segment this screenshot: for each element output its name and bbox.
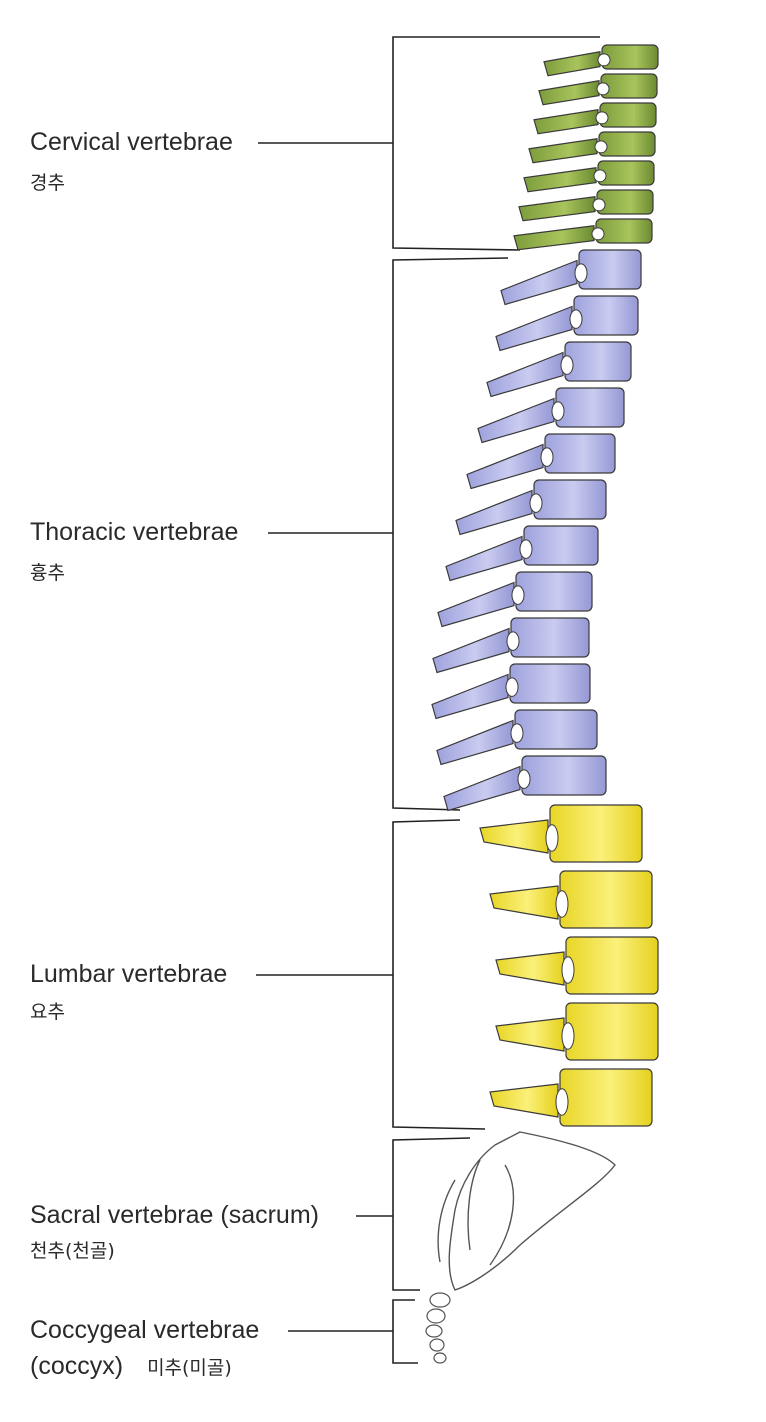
label-sacral-ko: 천추(천골) <box>30 1240 115 1262</box>
bracket-sacral <box>356 1137 471 1291</box>
thoracic-spinous-process <box>500 259 578 306</box>
label-lumbar: Lumbar vertebrae <box>30 960 228 988</box>
label-coccygeal: Coccygeal vertebrae <box>30 1316 260 1344</box>
cervical-spinous-process <box>513 225 595 251</box>
cervical-vertebra-body <box>600 73 658 99</box>
cervical-foramen <box>595 111 609 125</box>
cervical-vertebra-body <box>599 102 657 128</box>
cervical-vertebra-body <box>597 160 655 186</box>
thoracic-foramen <box>511 585 525 605</box>
label-cervical: Cervical vertebrae <box>30 128 233 156</box>
lumbar-vertebra-body <box>549 804 643 863</box>
cervical-spinous-process <box>528 138 598 164</box>
thoracic-foramen <box>540 447 554 467</box>
thoracic-foramen <box>560 355 574 375</box>
cervical-spinous-process <box>533 109 599 135</box>
thoracic-foramen <box>517 769 531 789</box>
thoracic-vertebra-body <box>544 433 616 474</box>
thoracic-vertebra-body <box>564 341 632 382</box>
bracket-thoracic <box>268 257 509 811</box>
thoracic-vertebra-body <box>555 387 625 428</box>
cervical-foramen <box>591 227 605 241</box>
lumbar-spinous-process <box>489 885 559 920</box>
bracket-lumbar <box>256 819 486 1130</box>
cervical-spinous-process <box>538 80 600 106</box>
cervical-vertebra-body <box>596 189 654 215</box>
thoracic-vertebra-body <box>515 571 593 612</box>
thoracic-foramen <box>510 723 524 743</box>
thoracic-vertebra-body <box>509 663 591 704</box>
lumbar-foramen <box>555 1088 569 1116</box>
thoracic-spinous-process <box>477 397 555 444</box>
thoracic-foramen <box>574 263 588 283</box>
label-sacral: Sacral vertebrae (sacrum) <box>30 1201 319 1229</box>
thoracic-spinous-process <box>466 443 544 490</box>
bracket-coccygeal <box>288 1299 418 1364</box>
lumbar-spinous-process <box>489 1083 559 1118</box>
thoracic-vertebra-body <box>521 755 607 796</box>
thoracic-spinous-process <box>445 535 523 582</box>
cervical-foramen <box>596 82 610 96</box>
cervical-spinous-process <box>518 196 596 222</box>
label-lumbar-ko: 요추 <box>30 1001 65 1023</box>
thoracic-foramen <box>529 493 543 513</box>
cervical-vertebra-body <box>598 131 656 157</box>
cervical-foramen <box>594 140 608 154</box>
label-thoracic: Thoracic vertebrae <box>30 518 239 546</box>
cervical-foramen <box>592 198 606 212</box>
thoracic-spinous-process <box>443 765 521 812</box>
lumbar-foramen <box>561 956 575 984</box>
thoracic-foramen <box>551 401 565 421</box>
thoracic-vertebra-body <box>578 249 642 290</box>
thoracic-spinous-process <box>432 627 510 674</box>
bracket-cervical <box>258 36 600 251</box>
lumbar-spinous-process <box>479 819 549 854</box>
cervical-spinous-process <box>523 167 597 193</box>
lumbar-foramen <box>561 1022 575 1050</box>
lumbar-spinous-process <box>495 951 565 986</box>
label-thoracic-ko: 흉추 <box>30 562 65 584</box>
thoracic-foramen <box>506 631 520 651</box>
lumbar-spinous-process <box>495 1017 565 1052</box>
cervical-foramen <box>597 53 611 67</box>
lumbar-vertebra-body <box>559 870 653 929</box>
lumbar-vertebra-body <box>565 936 659 995</box>
lumbar-foramen <box>555 890 569 918</box>
thoracic-spinous-process <box>431 673 509 720</box>
label-cervical-ko: 경추 <box>30 172 65 194</box>
label-coccyx: (coccyx) <box>30 1352 124 1380</box>
thoracic-foramen <box>519 539 533 559</box>
thoracic-vertebra-body <box>514 709 598 750</box>
thoracic-spinous-process <box>455 489 533 536</box>
sacrum-illustration <box>437 1131 616 1291</box>
lumbar-vertebra-body <box>559 1068 653 1127</box>
thoracic-foramen <box>505 677 519 697</box>
cervical-vertebra-body <box>595 218 653 244</box>
lumbar-foramen <box>545 824 559 852</box>
thoracic-spinous-process <box>495 305 573 352</box>
coccyx-illustration <box>425 1292 451 1364</box>
lumbar-vertebra-body <box>565 1002 659 1061</box>
thoracic-spinous-process <box>486 351 564 398</box>
thoracic-vertebra-body <box>523 525 599 566</box>
thoracic-vertebra-body <box>573 295 639 336</box>
vertebrae-group <box>431 44 659 1127</box>
thoracic-vertebra-body <box>510 617 590 658</box>
label-coccygeal-line2: (coccyx) 미추(미골) <box>30 1354 232 1379</box>
label-coccygeal-ko: 미추(미골) <box>147 1357 232 1379</box>
thoracic-foramen <box>569 309 583 329</box>
cervical-foramen <box>593 169 607 183</box>
cervical-spinous-process <box>543 51 601 77</box>
cervical-vertebra-body <box>601 44 659 70</box>
thoracic-spinous-process <box>437 581 515 628</box>
thoracic-spinous-process <box>436 719 514 766</box>
thoracic-vertebra-body <box>533 479 607 520</box>
